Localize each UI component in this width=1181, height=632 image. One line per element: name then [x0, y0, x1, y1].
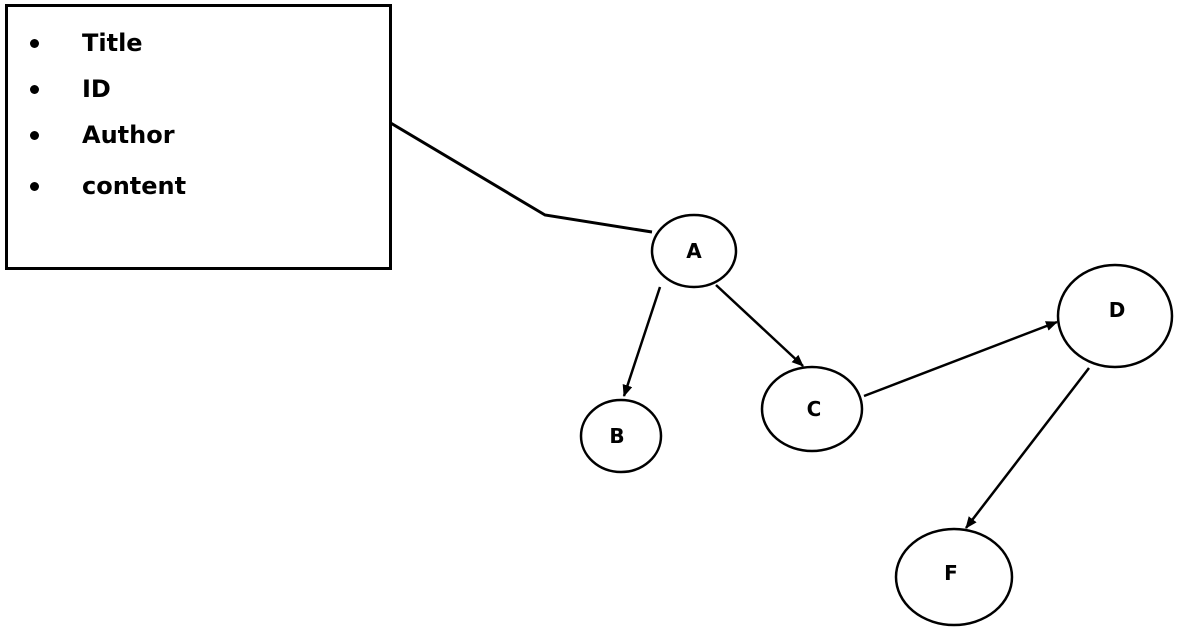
node-c: C: [760, 365, 864, 453]
attribute-label: ID: [82, 75, 111, 103]
bullet-icon: [30, 130, 39, 140]
node-d: D: [1056, 263, 1174, 369]
edge-d-to-f: [965, 367, 1090, 529]
node-b-label: B: [609, 424, 624, 448]
edge-c-to-d: [863, 320, 1058, 398]
connector-box-to-a: [388, 120, 653, 234]
node-f-label: F: [944, 561, 958, 585]
node-b: B: [579, 398, 663, 474]
bullet-icon: [30, 84, 39, 94]
attribute-label: Title: [82, 29, 143, 57]
edge-a-to-c: [715, 284, 804, 367]
node-c-label: C: [807, 397, 822, 421]
edge-a-to-b: [622, 286, 662, 397]
node-f: F: [894, 527, 1014, 627]
node-a: A: [650, 213, 738, 289]
bullet-icon: [30, 38, 39, 48]
bullet-icon: [30, 181, 39, 191]
attribute-label: content: [82, 172, 187, 200]
attribute-box: Title ID Author content: [5, 4, 392, 270]
node-d-label: D: [1109, 298, 1126, 322]
node-a-label: A: [686, 239, 702, 263]
attribute-label: Author: [82, 121, 175, 149]
